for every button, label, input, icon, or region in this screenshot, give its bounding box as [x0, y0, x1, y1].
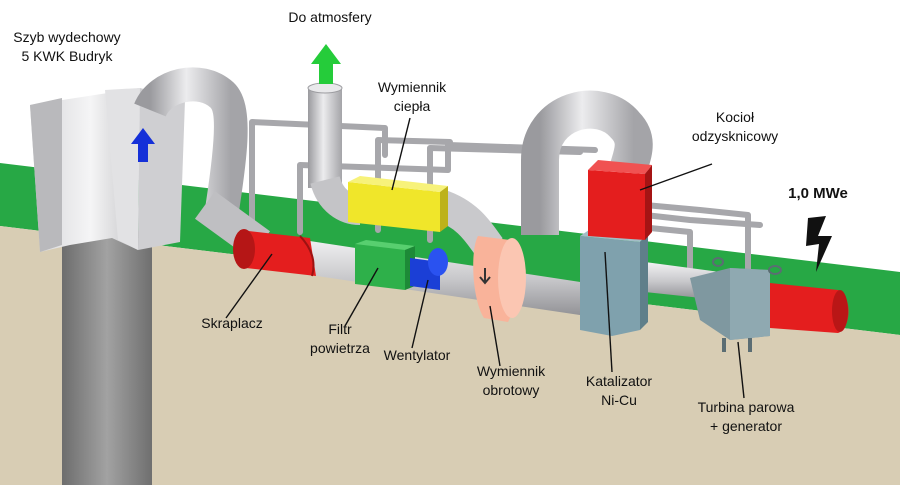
air-filter-label-line-2: powietrza: [310, 340, 370, 356]
catalyst-label: Katalizator Ni-Cu: [574, 372, 664, 410]
shaft-label-line-2: 5 KWK Budryk: [21, 48, 113, 64]
condenser-label: Skraplacz: [192, 314, 272, 333]
ground: [0, 226, 900, 485]
down-arrow-icon: [479, 268, 491, 285]
turbine-generator-unit: [690, 257, 849, 352]
power-output-label: 1,0 MWe: [778, 184, 858, 203]
catalyst-label-line-1: Katalizator: [585, 373, 653, 389]
condenser-label-line-1: Skraplacz: [201, 315, 263, 331]
air-filter-label-line-1: Filtr: [328, 321, 352, 337]
heat-exchanger-label-line-1: Wymiennik: [377, 79, 447, 95]
catalyst-label-line-2: Ni-Cu: [601, 392, 637, 408]
turbine-label-line-2: + generator: [710, 418, 782, 434]
shaft-label-line-1: Szyb wydechowy: [13, 29, 121, 45]
catalyst-unit: [580, 226, 648, 336]
recovery-boiler-label-line-1: Kocioł: [715, 109, 755, 125]
callout-lines: [225, 117, 745, 399]
heat-exchanger-unit: [348, 176, 448, 232]
recovery-boiler-label-line-2: odzysknicowy: [691, 128, 779, 144]
heat-exchanger-label-line-2: ciepła: [393, 98, 431, 114]
up-arrow-icon: [311, 44, 341, 84]
fan-label: Wentylator: [372, 346, 462, 365]
rotary-exchanger-unit: [473, 236, 526, 322]
lightning-bolt-icon: [806, 216, 832, 272]
recovery-boiler-unit: [588, 160, 652, 240]
atmosphere-label-line-1: Do atmosfery: [288, 9, 372, 25]
heat-exchanger-label: Wymiennik ciepła: [372, 78, 452, 116]
rotary-exchanger-label: Wymiennik obrotowy: [466, 362, 556, 400]
turbine-label: Turbina parowa + generator: [686, 398, 806, 436]
mine-shaft: [30, 88, 185, 485]
fan-label-line-1: Wentylator: [383, 347, 451, 363]
atmosphere-label: Do atmosfery: [270, 8, 390, 27]
air-filter-unit: [355, 240, 415, 290]
turbine-label-line-1: Turbina parowa: [697, 399, 795, 415]
condenser-unit: [233, 229, 316, 277]
recovery-boiler-label: Kocioł odzysknicowy: [680, 108, 790, 146]
shaft-label: Szyb wydechowy 5 KWK Budryk: [7, 28, 127, 66]
fan-unit: [410, 248, 448, 290]
air-filter-label: Filtr powietrza: [300, 320, 380, 358]
up-arrow-icon: [131, 128, 155, 162]
power-output-label-text: 1,0 MWe: [788, 185, 848, 202]
rotary-exchanger-label-line-1: Wymiennik: [476, 363, 546, 379]
rotary-exchanger-label-line-2: obrotowy: [482, 382, 540, 398]
